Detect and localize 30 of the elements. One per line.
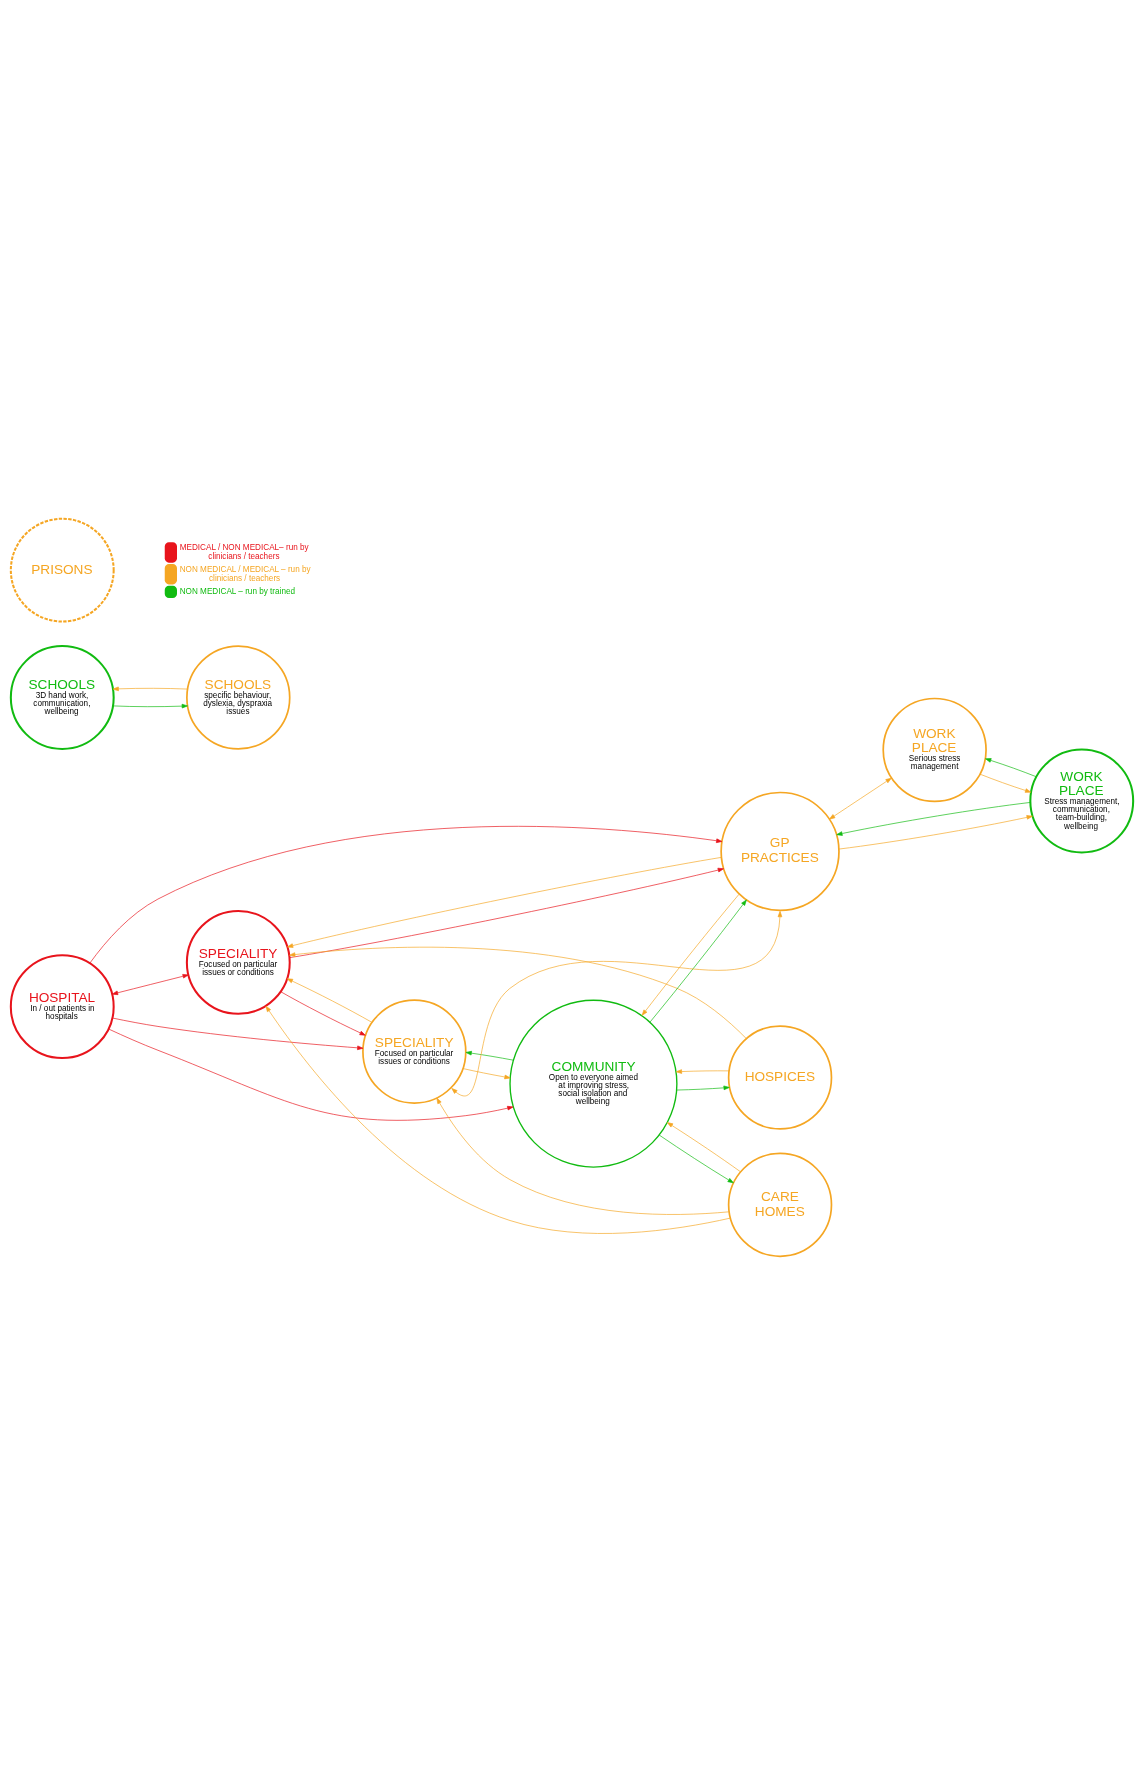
arrow — [836, 802, 1031, 836]
arrow — [829, 777, 892, 820]
arrow — [675, 1069, 730, 1074]
arrow — [649, 899, 747, 1023]
arrow — [287, 857, 722, 948]
arrow — [286, 978, 373, 1023]
arrow — [112, 686, 188, 692]
arrow — [838, 815, 1033, 850]
arrow — [280, 991, 366, 1036]
arrow — [111, 974, 189, 995]
node-circle: PRISONS — [9, 517, 115, 623]
arrow — [979, 773, 1032, 793]
arrow — [89, 826, 723, 964]
arrow — [289, 946, 747, 1039]
arrow — [451, 911, 783, 1097]
node-circle: HOSPICES — [727, 1025, 833, 1130]
arrow — [658, 1134, 734, 1184]
node-circle: GP PRACTICES — [720, 791, 840, 912]
arrow — [462, 1068, 511, 1080]
arrow — [265, 1005, 731, 1234]
arrow — [289, 867, 724, 958]
arrow — [112, 1017, 364, 1051]
arrow — [667, 1122, 741, 1173]
arrow — [436, 1097, 730, 1215]
arrow — [641, 893, 740, 1016]
arrow — [676, 1085, 730, 1091]
arrow — [465, 1050, 514, 1061]
arrow — [985, 758, 1037, 778]
arrow — [108, 1028, 514, 1121]
arrow — [112, 703, 188, 709]
